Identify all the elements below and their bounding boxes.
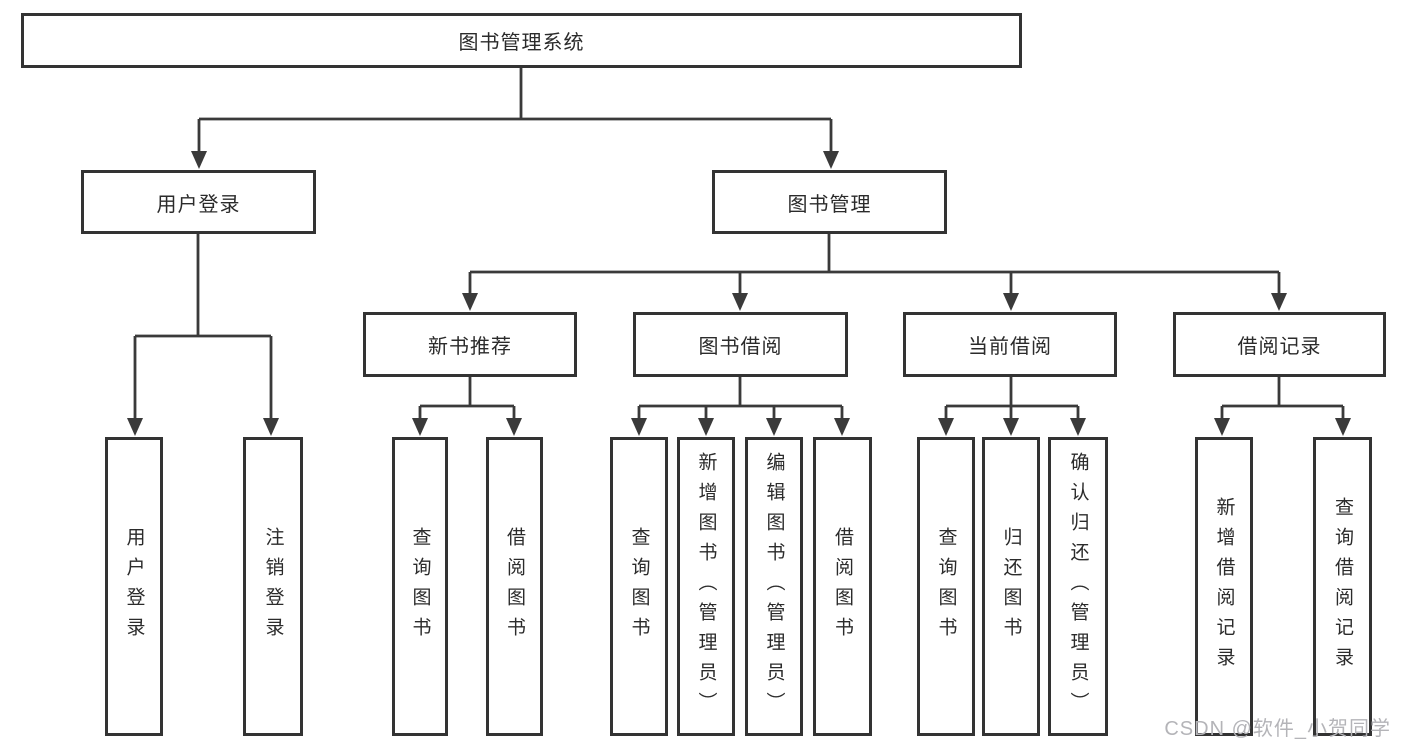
node-root: 图书管理系统 (21, 13, 1022, 68)
leaf-newbooks-borrow: 借阅图书 (486, 437, 543, 736)
leaf-borrow-add-admin: 新增图书（管理员） (677, 437, 735, 736)
leaf-current-confirm-admin: 确认归还（管理员） (1048, 437, 1108, 736)
csdn-watermark: CSDN @软件_小贺同学 (1164, 718, 1391, 740)
leaf-user-login: 用户登录 (105, 437, 163, 736)
leaf-borrow-borrow: 借阅图书 (813, 437, 872, 736)
node-book-mgmt: 图书管理 (712, 170, 947, 234)
leaf-current-query: 查询图书 (917, 437, 975, 736)
node-borrow-records: 借阅记录 (1173, 312, 1386, 377)
leaf-records-add: 新增借阅记录 (1195, 437, 1253, 736)
leaf-borrow-edit-admin: 编辑图书（管理员） (745, 437, 803, 736)
leaf-logout: 注销登录 (243, 437, 303, 736)
node-new-books: 新书推荐 (363, 312, 577, 377)
leaf-newbooks-query: 查询图书 (392, 437, 448, 736)
leaf-records-query: 查询借阅记录 (1313, 437, 1372, 736)
leaf-borrow-query: 查询图书 (610, 437, 668, 736)
node-user-login: 用户登录 (81, 170, 316, 234)
node-book-borrow: 图书借阅 (633, 312, 848, 377)
node-current-borrow: 当前借阅 (903, 312, 1117, 377)
leaf-current-return: 归还图书 (982, 437, 1040, 736)
